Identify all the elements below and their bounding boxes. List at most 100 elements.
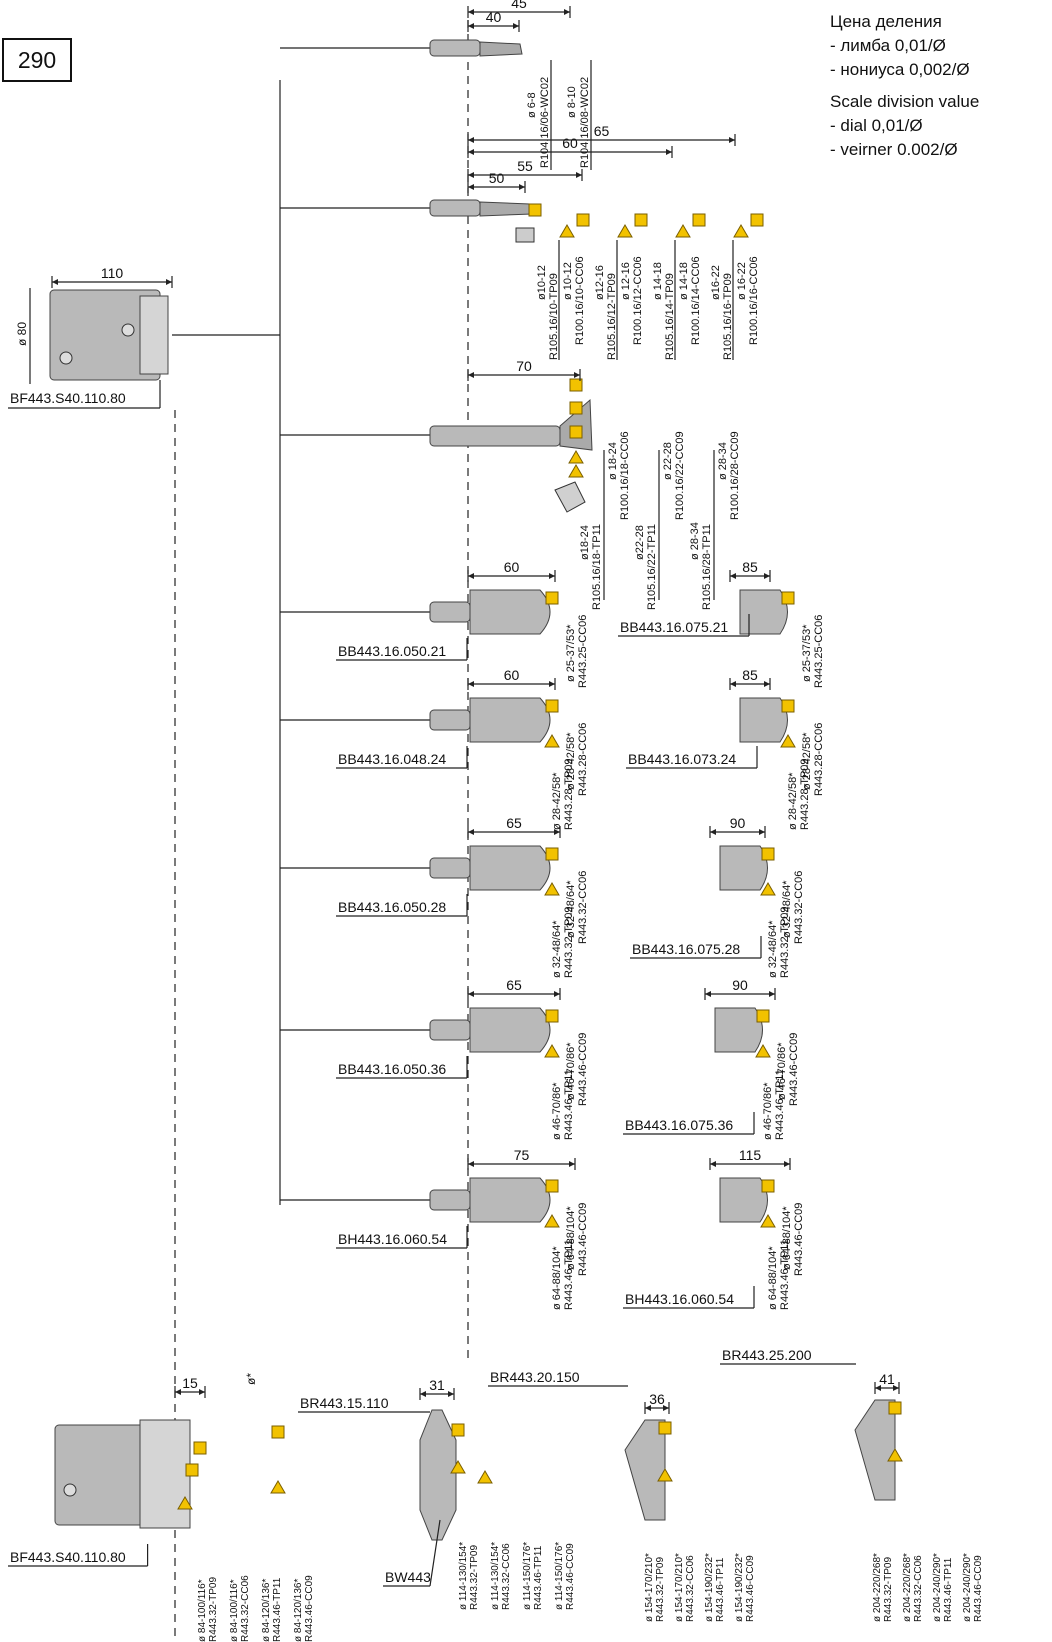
- right-range-2: ø 32-48/64*: [781, 880, 793, 938]
- screw-icon: [63, 1483, 77, 1497]
- row0-dim-40-value: 40: [486, 9, 502, 25]
- right-insert-b-3: R443.46-TP11: [774, 1069, 786, 1140]
- br110-dim-value: 31: [429, 1377, 445, 1393]
- boring-head-right-3: [714, 1007, 763, 1053]
- row1-insert2-0: R100.16/10-CC06: [574, 256, 586, 345]
- right-range-b-4: ø 64-88/104*: [767, 1246, 779, 1310]
- cols-b-insert-1: R443.32-CC06: [501, 1543, 512, 1610]
- right-insert-3: R443.46-CC09: [788, 1033, 800, 1106]
- br200-range-1: ø 204-220/268*: [902, 1553, 913, 1622]
- head-shank-left-2: [429, 857, 471, 879]
- triangle-insert-icon: [887, 1448, 903, 1462]
- left-insert-b-1: R443.28-TP09: [563, 758, 575, 830]
- row2-range-2: ø 28-34: [689, 522, 701, 560]
- row2-range2-1: ø 22-28: [662, 442, 674, 480]
- left-insert-b-2: R443.32-TP09: [563, 906, 575, 978]
- triangle-insert-icon: [780, 734, 796, 748]
- left-insert-4: R443.46-CC09: [577, 1203, 589, 1276]
- arrowhead: [468, 184, 525, 190]
- triangle-insert-icon: [657, 1468, 673, 1482]
- row2-insert-0: R105.16/18-TP11: [591, 524, 603, 610]
- row2-insert-2: R105.16/28-TP11: [701, 524, 713, 610]
- br200-insert-3: R443.46-CC09: [973, 1555, 984, 1622]
- br200-insert-1: R443.32-CC06: [913, 1555, 924, 1622]
- row1-range-0: ø10-12: [536, 265, 548, 300]
- square-insert-icon: [271, 1425, 285, 1439]
- square-insert-icon: [569, 378, 583, 392]
- row1-range2-2: ø 14-18: [678, 262, 690, 300]
- right-code-1: BB443.16.073.24: [628, 751, 736, 767]
- left-length-4-value: 75: [514, 1147, 530, 1163]
- cols-a-range-1: ø 84-100/116*: [229, 1579, 240, 1642]
- right-length-3-value: 90: [732, 977, 748, 993]
- triangle-insert-icon: [177, 1496, 193, 1510]
- scale-division-notes: Цена деления - лимба 0,01/Ø - нониуса 0,…: [830, 10, 1052, 162]
- row2-range-0: ø18-24: [579, 525, 591, 560]
- br200-dim-value: 41: [879, 1371, 895, 1387]
- row2-insert2-1: R100.16/22-CC09: [674, 431, 686, 520]
- square-insert-icon: [569, 425, 583, 439]
- right-insert-2: R443.32-CC06: [793, 871, 805, 944]
- right-insert-4: R443.46-CC09: [793, 1203, 805, 1276]
- left-insert-b-4: R443.46-TP11: [563, 1239, 575, 1310]
- row1-range2-0: ø 10-12: [562, 262, 574, 300]
- triangle-insert-icon: [544, 734, 560, 748]
- row1-insert-3: R105.16/16-TP09: [722, 273, 734, 360]
- right-range-3: ø 46-70/86*: [776, 1042, 788, 1100]
- left-range-0: ø 25-37/53*: [565, 624, 577, 682]
- bottom-dim-15-value: 15: [182, 1375, 198, 1391]
- page-number: 290: [17, 46, 57, 73]
- row1-dim-1-value: 55: [517, 158, 533, 174]
- right-code-2: BB443.16.075.28: [632, 941, 740, 957]
- row2-range2-0: ø 18-24: [607, 442, 619, 480]
- bottom-adapter-flange: [139, 1419, 191, 1529]
- square-insert-icon: [888, 1401, 902, 1415]
- cols-b-range-1: ø 114-130/154*: [490, 1542, 501, 1610]
- arrowhead: [710, 829, 765, 835]
- right-range-b-2: ø 32-48/64*: [767, 920, 779, 978]
- head-shank-left-3: [429, 1019, 471, 1041]
- row0-range-1: ø 8-10: [566, 86, 578, 118]
- row1-range2-3: ø 16-22: [736, 262, 748, 300]
- triangle-insert-icon: [477, 1470, 493, 1484]
- row2-insert2-0: R100.16/18-CC06: [619, 431, 631, 520]
- screw-icon: [59, 351, 73, 365]
- triangle-insert-icon: [559, 224, 575, 238]
- left-insert-2: R443.32-CC06: [577, 871, 589, 944]
- boring-head-left-1: [469, 697, 551, 743]
- left-length-2-value: 65: [506, 815, 522, 831]
- left-code-4: BH443.16.060.54: [338, 1231, 447, 1247]
- square-insert-icon: [528, 203, 542, 217]
- cols-a-range-2: ø 84-120/136*: [261, 1579, 272, 1642]
- br200-code: BR443.25.200: [722, 1347, 812, 1363]
- adapter-diameter: ø 80: [15, 322, 29, 346]
- triangle-insert-icon: [675, 224, 691, 238]
- br150-insert-2: R443.46-TP11: [715, 1557, 726, 1622]
- row1-dim-0-value: 50: [489, 170, 505, 186]
- row0-range-0: ø 6-8: [526, 92, 538, 118]
- br150-insert-1: R443.32-CC06: [685, 1555, 696, 1622]
- square-insert-icon: [756, 1009, 770, 1023]
- arrowhead: [175, 1389, 205, 1395]
- right-length-2-value: 90: [730, 815, 746, 831]
- boring-head-left-4: [469, 1177, 551, 1223]
- left-code-0: BB443.16.050.21: [338, 643, 446, 659]
- note-ru-vernier: - нониуса 0,002/Ø: [830, 60, 970, 79]
- triangle-insert-icon: [270, 1480, 286, 1494]
- right-code-3: BB443.16.075.36: [625, 1117, 733, 1133]
- square-insert-icon: [569, 401, 583, 415]
- square-insert-icon: [545, 1009, 559, 1023]
- row1-range-2: ø 14-18: [652, 262, 664, 300]
- br150-code: BR443.20.150: [490, 1369, 580, 1385]
- adapter-flange: [139, 295, 169, 375]
- right-insert-1: R443.28-CC06: [813, 723, 825, 796]
- square-insert-icon: [545, 699, 559, 713]
- row1-range2-1: ø 12-16: [620, 262, 632, 300]
- cols-b-range-2: ø 114-150/176*: [522, 1542, 533, 1610]
- square-insert-icon: [692, 213, 706, 227]
- left-code-3: BB443.16.050.36: [338, 1061, 446, 1077]
- br200-insert-2: R443.46-TP11: [943, 1557, 954, 1622]
- row1-insert2-3: R100.16/16-CC06: [748, 256, 760, 345]
- cols-a-range-3: ø 84-120/136*: [293, 1579, 304, 1642]
